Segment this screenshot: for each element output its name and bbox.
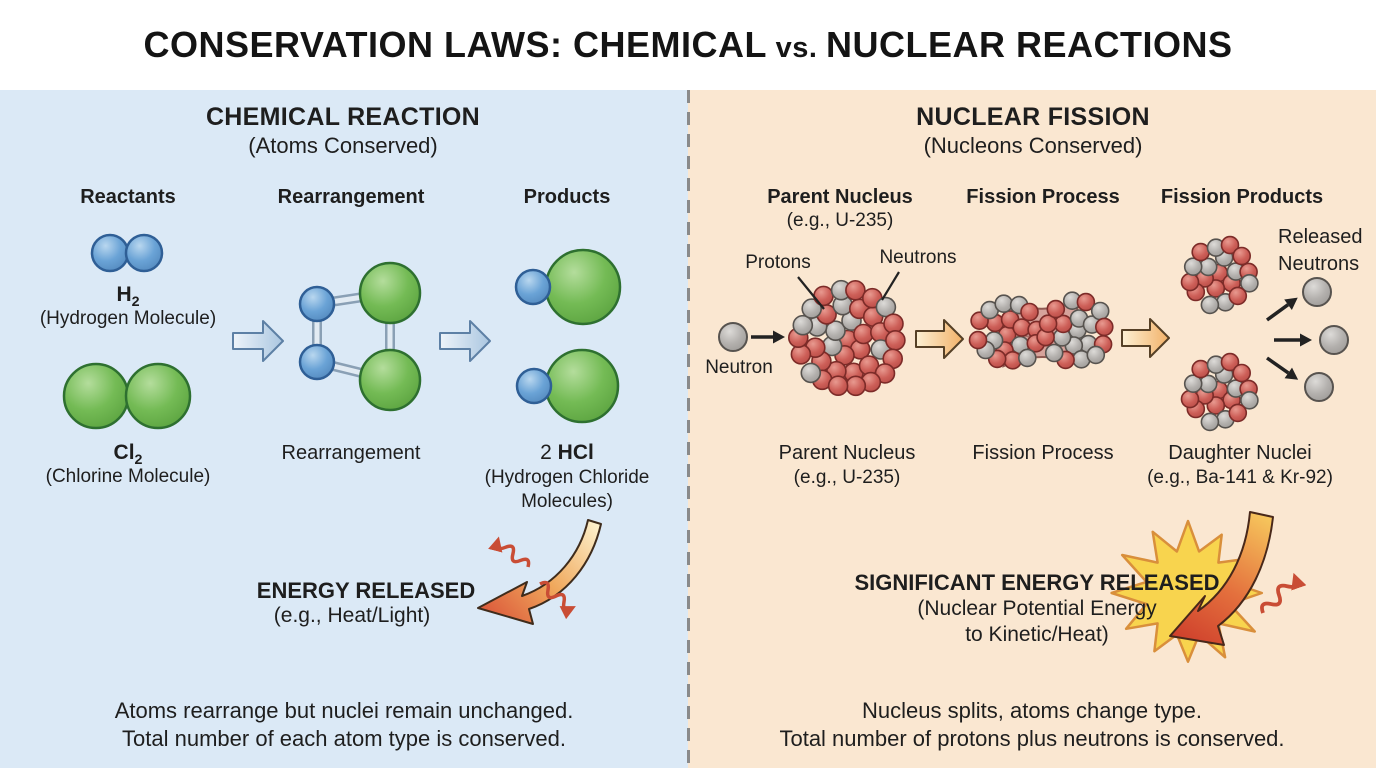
stage-label-parent-sub: (e.g., U-235) — [793, 467, 901, 488]
stage-label-process: Fission Process — [972, 442, 1114, 464]
hcl-molecule-1 — [514, 248, 622, 326]
nuclear-footer-line1: Nucleus splits, atoms change type. — [862, 698, 1202, 723]
released-neutron-arrow-2 — [1274, 333, 1312, 347]
nuclear-footer-line2: Total number of protons plus neutrons is… — [779, 726, 1285, 751]
daughter-nucleus-bottom — [1180, 352, 1259, 432]
cl2-caption: (Chlorine Molecule) — [45, 466, 211, 487]
released-neutrons-label: Released Neutrons — [1278, 226, 1363, 275]
cl2-molecule — [62, 362, 192, 430]
chemical-heading: CHEMICAL REACTION — [205, 103, 481, 131]
hcl-molecule-2 — [515, 348, 620, 424]
parent-header-sub: (e.g., U-235) — [786, 210, 894, 231]
released-neutron-2 — [1319, 325, 1349, 355]
col-header-reactants: Reactants — [80, 186, 176, 208]
nuclear-squiggle-icon — [1260, 572, 1307, 614]
h2-molecule — [90, 233, 164, 273]
nuclear-heading: NUCLEAR FISSION — [916, 103, 1150, 131]
protons-label: Protons — [745, 252, 811, 273]
cl2-label: Cl2 — [113, 441, 143, 469]
incoming-neutron-ball — [718, 322, 748, 352]
page-title: CONSERVATION LAWS: CHEMICAL vs. NUCLEAR … — [143, 24, 1233, 65]
neutrons-pointer-line — [881, 271, 900, 301]
nuclear-panel — [688, 90, 1376, 768]
nuclear-energy-label: SIGNIFICANT ENERGY RELEASED — [854, 570, 1220, 595]
chemical-footer-line1: Atoms rearrange but nuclei remain unchan… — [114, 698, 574, 723]
fission-blob — [968, 291, 1114, 370]
heat-squiggle-icon — [488, 536, 531, 568]
nuclear-subheading: (Nucleons Conserved) — [923, 133, 1143, 158]
released-neutron-3 — [1304, 372, 1334, 402]
released-neutron-1 — [1302, 277, 1332, 307]
product-label: 2 HCl — [540, 441, 594, 464]
protons-pointer-line — [797, 276, 825, 310]
heat-squiggle-icon — [539, 580, 576, 620]
nuclear-energy-caption1: (Nuclear Potential Energy — [917, 597, 1157, 620]
stage-label-parent: Parent Nucleus — [778, 442, 916, 464]
neutron-label: Neutron — [705, 357, 773, 378]
chemical-panel — [0, 90, 688, 768]
energy-arrow-icon — [477, 519, 602, 625]
neutrons-label: Neutrons — [879, 247, 957, 268]
released-neutron-arrow-3 — [1265, 356, 1299, 380]
col-header-fission-products: Fission Products — [1160, 186, 1324, 208]
released-neutron-arrow-1 — [1265, 297, 1298, 322]
h2-label: H2 — [116, 283, 140, 311]
col-header-parent-nucleus: Parent Nucleus — [767, 186, 913, 208]
energy-released-label: ENERGY RELEASED — [256, 578, 476, 603]
reaction-arrow-2 — [439, 320, 491, 362]
stage-label-daughter-sub: (e.g., Ba-141 & Kr-92) — [1147, 467, 1333, 488]
rearrangement-label: Rearrangement — [281, 442, 421, 464]
product-caption: (Hydrogen Chloride Molecules) — [484, 467, 650, 513]
daughter-nucleus-top — [1180, 235, 1259, 315]
reaction-arrow-1 — [232, 320, 284, 362]
col-header-fission-process: Fission Process — [966, 186, 1120, 208]
rearranged-complex — [298, 261, 422, 412]
parent-nucleus — [787, 279, 906, 397]
nuclear-energy-caption2: to Kinetic/Heat) — [965, 623, 1109, 646]
fission-arrow-1 — [915, 319, 964, 359]
col-header-rearrangement: Rearrangement — [277, 186, 425, 208]
chemical-footer-line2: Total number of each atom type is conser… — [122, 726, 566, 751]
h2-caption: (Hydrogen Molecule) — [39, 308, 217, 329]
col-header-products: Products — [523, 186, 611, 208]
energy-released-caption: (e.g., Heat/Light) — [273, 604, 431, 627]
chemical-subheading: (Atoms Conserved) — [248, 133, 438, 158]
fission-arrow-2 — [1121, 318, 1170, 358]
stage-label-daughter: Daughter Nuclei — [1168, 442, 1312, 464]
nuclear-energy-arrow-icon — [1169, 511, 1274, 646]
neutron-arrow-icon — [751, 330, 785, 344]
